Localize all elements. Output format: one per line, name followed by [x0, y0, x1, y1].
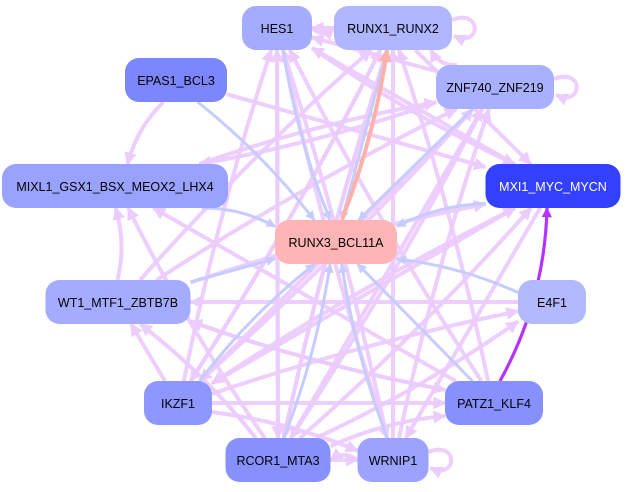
edge-wrnip1-to-rcor1	[329, 448, 359, 462]
edge-runx1_runx2-to-runx1_runx2	[451, 15, 477, 47]
node-box[interactable]	[518, 280, 586, 324]
node-box[interactable]	[445, 381, 543, 425]
node-box[interactable]	[2, 164, 228, 208]
node-box[interactable]	[45, 280, 191, 324]
node-box[interactable]	[125, 58, 227, 102]
node-epas1-bcl3[interactable]: EPAS1_BCL3	[125, 58, 227, 102]
node-hes1[interactable]: HES1	[242, 6, 312, 50]
edge-rcor1-to-mixl1	[126, 206, 267, 440]
node-box[interactable]	[275, 220, 397, 264]
node-box[interactable]	[357, 438, 429, 482]
node-box[interactable]	[225, 438, 331, 482]
node-box[interactable]	[242, 6, 312, 50]
edge-runx1_runx2-to-runx3	[339, 49, 389, 221]
edge-wrnip1-to-runx3	[338, 263, 389, 439]
edge-epas1_bcl3-to-runx3	[196, 100, 316, 221]
node-label: MIXL1_GSX1_BSX_MEOX2_LHX4	[16, 180, 213, 194]
node-runx1-runx2[interactable]: RUNX1_RUNX2	[334, 6, 452, 50]
edge-hes1-to-mxi1	[310, 46, 516, 166]
edge-mxi1-to-runx3	[396, 201, 486, 228]
node-label: RUNX1_RUNX2	[347, 22, 439, 36]
edge-znf740_znf219-to-runx3	[357, 107, 474, 222]
edge-znf740_znf219-to-znf740_znf219	[553, 74, 579, 106]
node-box[interactable]	[436, 65, 554, 109]
node-label: IKZF1	[161, 397, 195, 411]
edge-wt1-to-runx3	[190, 256, 276, 284]
node-label: ZNF740_ZNF219	[446, 81, 543, 95]
edge-znf740_znf219-to-hes1	[310, 34, 437, 73]
node-label: MXI1_MYC_MYCN	[499, 180, 607, 194]
edge-mxi1-to-wrnip1	[404, 206, 542, 440]
node-rcor1[interactable]: RCOR1_MTA3	[225, 438, 331, 482]
node-label: HES1	[261, 22, 294, 36]
edges-layer	[112, 15, 579, 479]
node-label: E4F1	[537, 296, 567, 310]
node-label: RCOR1_MTA3	[236, 454, 319, 468]
edge-hes1-to-runx3	[281, 49, 332, 221]
node-box[interactable]	[334, 6, 452, 50]
node-patz1[interactable]: PATZ1_KLF4	[445, 381, 543, 425]
edge-runx3-to-runx1_runx2	[339, 48, 392, 221]
node-runx3[interactable]: RUNX3_BCL11A	[275, 220, 397, 264]
edge-mixl1-to-runx3	[201, 206, 276, 228]
node-label: WT1_MTF1_ZBTB7B	[58, 296, 178, 310]
edge-mixl1-to-znf740_znf219	[198, 98, 438, 166]
edge-patz1-to-runx1_runx2	[396, 48, 491, 382]
edge-ikzf1-to-wt1	[129, 322, 167, 383]
edge-patz1-to-mixl1	[152, 206, 457, 383]
edge-rcor1-to-runx3	[282, 263, 334, 439]
edge-wrnip1-to-znf740_znf219	[397, 107, 492, 439]
edge-znf740_znf219-to-mixl1	[198, 100, 437, 169]
node-box[interactable]	[144, 381, 212, 425]
node-wt1[interactable]: WT1_MTF1_ZBTB7B	[45, 280, 191, 324]
node-mxi1[interactable]: MXI1_MYC_MYCN	[485, 164, 621, 208]
node-label: EPAS1_BCL3	[137, 74, 215, 88]
edge-wt1-to-znf740_znf219	[155, 107, 458, 282]
edge-ikzf1-to-hes1	[181, 48, 274, 382]
edge-znf740_znf219-to-runx1_runx2	[429, 48, 458, 68]
edge-hes1-to-runx1_runx2	[310, 26, 336, 41]
edge-epas1_bcl3-to-mixl1	[124, 100, 165, 166]
node-e4f1[interactable]: E4F1	[518, 280, 586, 324]
edge-wt1-to-patz1	[189, 319, 447, 394]
node-label: RUNX3_BCL11A	[289, 236, 385, 250]
edge-e4f1-to-runx3	[396, 255, 519, 294]
node-label: WRNIP1	[369, 454, 418, 468]
edge-rcor1-to-znf740_znf219	[289, 107, 484, 440]
edge-ikzf1-to-mxi1	[210, 206, 517, 386]
edge-wrnip1-to-wrnip1	[427, 447, 454, 479]
edge-mxi1-to-ikzf1	[210, 206, 516, 385]
edge-wt1-to-mixl1	[112, 206, 126, 281]
node-znf740-znf219[interactable]: ZNF740_ZNF219	[436, 65, 554, 109]
edge-runx1_runx2-to-ikzf1	[188, 49, 383, 383]
edge-wt1-to-runx1_runx2	[138, 48, 373, 282]
edge-ikzf1-to-wrnip1	[211, 410, 359, 453]
node-box[interactable]	[485, 164, 621, 208]
node-wrnip1[interactable]: WRNIP1	[357, 438, 429, 482]
node-mixl1[interactable]: MIXL1_GSX1_BSX_MEOX2_LHX4	[2, 164, 228, 208]
edge-rcor1-to-patz1	[329, 410, 447, 448]
node-ikzf1[interactable]: IKZF1	[144, 381, 212, 425]
edge-ikzf1-to-e4f1	[211, 307, 520, 396]
edge-ikzf1-to-runx3	[198, 262, 316, 382]
edge-patz1-to-hes1	[287, 48, 483, 383]
edge-patz1-to-runx3	[356, 262, 474, 383]
node-label: PATZ1_KLF4	[457, 397, 531, 411]
